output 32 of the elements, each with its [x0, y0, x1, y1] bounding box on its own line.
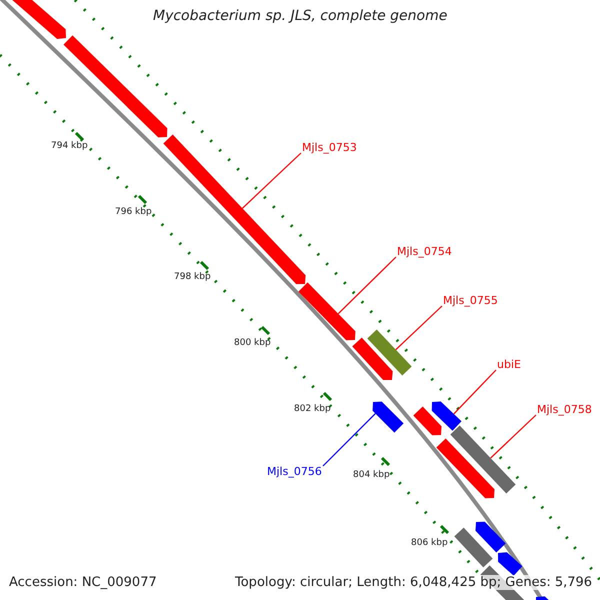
- gene-feature: [413, 406, 442, 436]
- gene-feature: [64, 35, 168, 138]
- footer-text: Topology: circular; Length: 6,048,425 bp; Genes: 5,796: [235, 575, 592, 590]
- leader-line: [453, 370, 496, 414]
- leader-line: [322, 413, 376, 466]
- gene-feature: [352, 338, 393, 380]
- tick-label: 794 kbp: [51, 141, 88, 151]
- tick-label: 800 kbp: [234, 338, 271, 348]
- gene-label: ubiE: [497, 358, 521, 371]
- gene-feature: [436, 438, 494, 498]
- title: Mycobacterium sp. JLS, complete genome: [153, 8, 448, 24]
- gene-label: Mjls_0756: [267, 465, 322, 478]
- footer-text: Accession: NC_009077: [9, 575, 157, 590]
- gene-feature: [298, 282, 356, 340]
- gene-feature: [372, 402, 404, 433]
- tick-label: 798 kbp: [174, 272, 211, 282]
- gene-feature: [450, 426, 516, 494]
- gene-feature: [432, 402, 462, 431]
- leader-line: [338, 256, 396, 314]
- gene-feature: [476, 522, 506, 552]
- gene-label: Mjls_0758: [537, 403, 592, 416]
- tick-label: 804 kbp: [353, 470, 390, 480]
- tick-label: 796 kbp: [115, 207, 152, 217]
- leader-line: [490, 414, 536, 459]
- leader-line: [242, 152, 302, 209]
- gene-label: Mjls_0754: [397, 245, 452, 258]
- gene-feature: [454, 528, 493, 568]
- gene-label: Mjls_0755: [443, 294, 498, 307]
- gene-label: Mjls_0753: [302, 141, 357, 154]
- tick-label: 802 kbp: [294, 404, 331, 414]
- leader-line: [395, 306, 442, 350]
- gene-feature: [367, 330, 412, 376]
